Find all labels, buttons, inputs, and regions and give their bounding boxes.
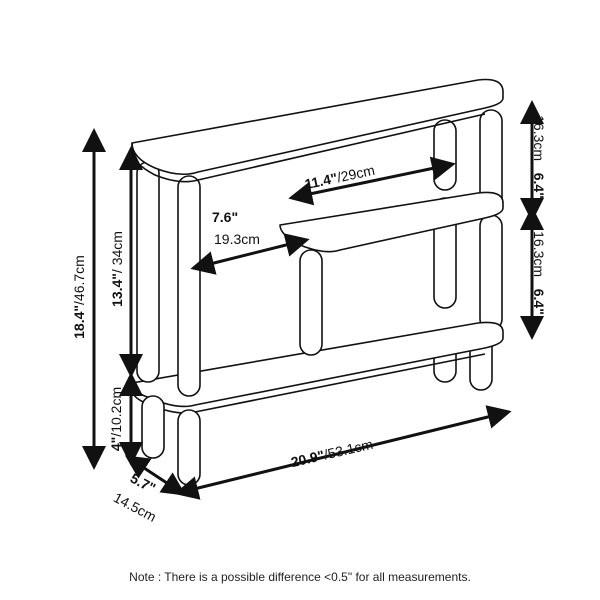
lower-height-inches: 4" xyxy=(108,436,124,452)
top-shelf xyxy=(131,78,504,176)
middle-shelf xyxy=(279,191,504,253)
mid-gap-inches: 6.4" xyxy=(531,288,547,315)
right-legs xyxy=(479,109,503,331)
mid-gap-cm: 16.3cm xyxy=(531,231,547,278)
upper-height-label: 13.4"/ 34cm xyxy=(109,214,125,324)
upper-height-inches: 13.4" xyxy=(109,273,125,307)
measurement-note: Note : There is a possible difference <0… xyxy=(129,570,471,584)
shelf-depth-cm-label: 19.3cm xyxy=(214,232,260,246)
left-legs xyxy=(136,161,201,486)
shelf-depth-inches: 7.6" xyxy=(212,209,239,225)
lower-height-cm: /10.2cm xyxy=(108,386,124,437)
top-gap-label: 16.3cm 6.4" xyxy=(531,112,547,202)
shelf-depth-inches-label: 7.6" xyxy=(212,210,238,224)
shelf-depth-cm: 19.3cm xyxy=(214,231,260,247)
upper-height-cm: / 34cm xyxy=(109,231,125,274)
total-height-label: 18.4"/46.7cm xyxy=(71,232,87,362)
dimension-lines xyxy=(82,100,544,500)
total-height-inches: 18.4" xyxy=(71,304,87,339)
total-height-cm: /46.7cm xyxy=(71,255,87,305)
lower-height-label: 4"/10.2cm xyxy=(108,379,124,459)
mid-gap-label: 16.3cm 6.4" xyxy=(531,228,547,318)
top-gap-inches: 6.4" xyxy=(531,172,547,199)
top-gap-cm: 16.3cm xyxy=(531,115,547,162)
